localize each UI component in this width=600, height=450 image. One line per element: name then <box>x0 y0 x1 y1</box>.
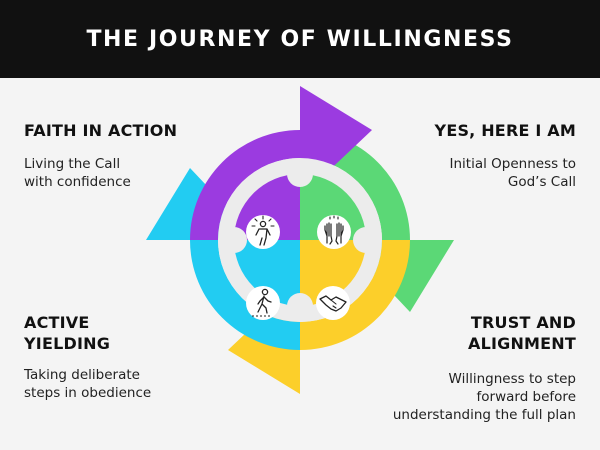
puzzle-bump-left <box>221 227 247 253</box>
faith-in-action-description: Living the Call with confidence <box>24 156 131 190</box>
puzzle-bump-right <box>353 227 379 253</box>
active-yielding-arrow <box>146 168 300 350</box>
header-bar: THE JOURNEY OF WILLINGNESS <box>0 0 600 78</box>
quadrant-active-yielding <box>234 240 300 306</box>
yes-here-i-am-arrow <box>300 130 454 312</box>
walking-person-icon <box>246 286 280 320</box>
puzzle-bump-bottom <box>287 293 313 319</box>
quadrant-trust-alignment <box>300 240 366 306</box>
raised-hands-icon <box>317 215 351 249</box>
page-title: THE JOURNEY OF WILLINGNESS <box>86 26 514 52</box>
trust-and-alignment-description: Willingness to step forward before under… <box>392 371 576 423</box>
quadrant-yes-here-i-am <box>300 174 366 240</box>
active-yielding-description: Taking deliberate steps in obedience <box>24 367 152 401</box>
yes-here-i-am-title: YES, HERE I AM <box>434 121 576 140</box>
puzzle-bump-top <box>287 161 313 187</box>
trust-and-alignment-title: TRUST AND ALIGNMENT <box>467 313 576 353</box>
faith-in-action-title: FAITH IN ACTION <box>24 121 178 140</box>
handshake-icon <box>316 286 350 320</box>
trust-alignment-arrow <box>228 240 410 394</box>
radiant-person-icon <box>246 215 280 249</box>
yes-here-i-am-description: Initial Openness to God’s Call <box>449 156 576 190</box>
faith-in-action-arrow <box>190 86 372 240</box>
active-yielding-title: ACTIVE YIELDING <box>24 313 111 353</box>
